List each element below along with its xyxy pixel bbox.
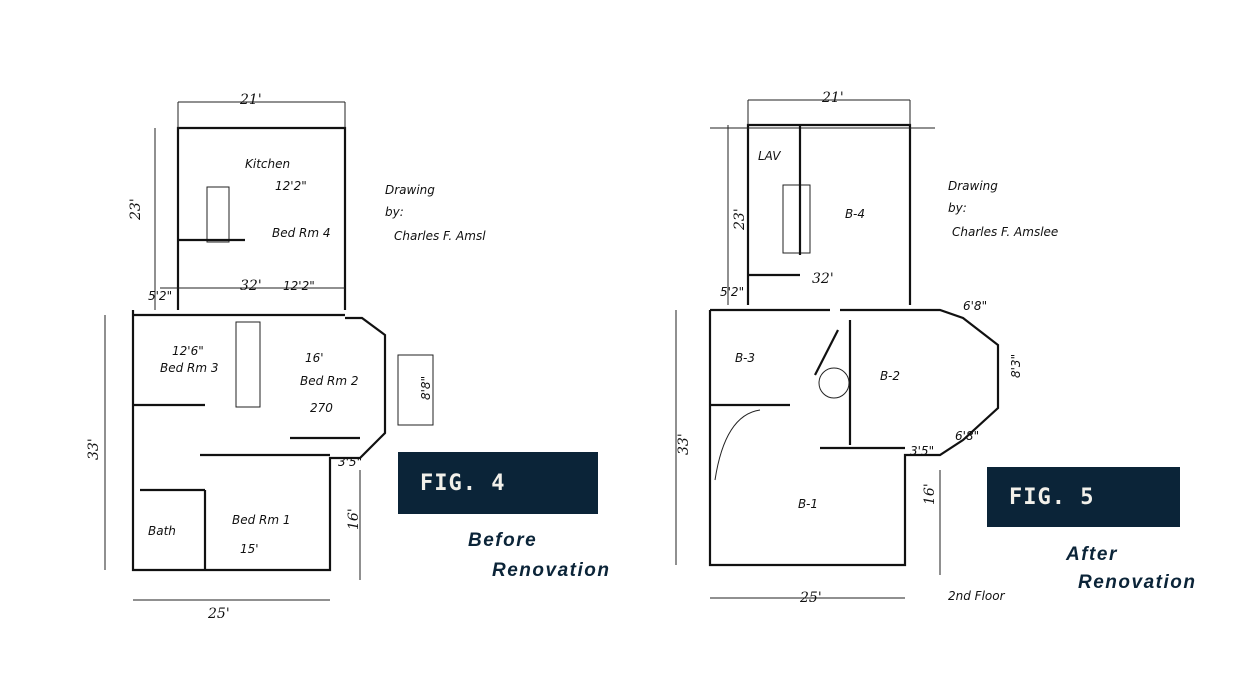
svg-text:33': 33' (86, 438, 102, 460)
svg-text:32': 32' (240, 278, 262, 294)
room-labels-after: B-4 B-3 B-2 B-1 LAV (735, 149, 900, 511)
svg-text:25': 25' (799, 590, 822, 606)
svg-text:2nd Floor: 2nd Floor (948, 589, 1006, 603)
svg-text:12'2": 12'2" (283, 279, 315, 293)
svg-text:23': 23' (732, 208, 748, 231)
svg-text:B-2: B-2 (880, 369, 900, 383)
drawing-credit-after: Drawing by: Charles F. Amslee 2nd Floor (948, 179, 1058, 603)
svg-text:33': 33' (676, 433, 692, 455)
svg-text:23': 23' (128, 198, 144, 221)
svg-text:12'6": 12'6" (172, 344, 204, 358)
svg-text:Charles F. Amsl: Charles F. Amsl (394, 229, 486, 243)
dimension-labels-before: 21' 23' 33' 25' 16' 32' 8'8" 3'5" 5'2" (86, 92, 433, 622)
svg-text:B-4: B-4 (845, 207, 865, 221)
svg-text:LAV: LAV (758, 149, 781, 163)
svg-text:12'2": 12'2" (275, 179, 307, 193)
svg-text:Bath: Bath (148, 524, 176, 538)
svg-text:3'5": 3'5" (338, 455, 362, 469)
fig-5-label: FIG. 5 (987, 467, 1180, 527)
drawing-credit-before: Drawing by: Charles F. Amsl (385, 183, 486, 243)
svg-text:16': 16' (346, 508, 362, 530)
svg-text:16': 16' (922, 483, 938, 505)
walls-after (675, 99, 1000, 599)
svg-text:25': 25' (207, 606, 230, 622)
room-labels-before: Kitchen 12'2" Bed Rm 4 12'2" Bed Rm 3 12… (148, 157, 359, 556)
svg-text:by:: by: (948, 201, 967, 215)
svg-text:8'3": 8'3" (1009, 354, 1023, 378)
svg-text:Charles F. Amslee: Charles F. Amslee (952, 225, 1058, 239)
svg-text:6'8": 6'8" (955, 429, 979, 443)
svg-text:16': 16' (305, 351, 324, 365)
dimension-labels-after: 21' 23' 33' 25' 16' 32' 8'3" 6'8" 6'8" 3… (676, 90, 1023, 606)
walls-before (104, 101, 434, 601)
fig-4-caption-line1: Before (468, 530, 538, 551)
fig-4-caption-line2: Renovation (492, 560, 611, 581)
svg-text:8'8": 8'8" (419, 376, 433, 400)
svg-text:by:: by: (385, 205, 404, 219)
svg-text:Bed Rm 3: Bed Rm 3 (160, 361, 219, 375)
svg-text:15': 15' (240, 542, 259, 556)
svg-text:6'8": 6'8" (963, 299, 987, 313)
svg-text:Kitchen: Kitchen (245, 157, 290, 171)
svg-text:B-3: B-3 (735, 351, 755, 365)
svg-text:270: 270 (310, 401, 333, 415)
svg-text:Drawing: Drawing (948, 179, 998, 193)
svg-text:32': 32' (812, 271, 834, 287)
fig-4-label: FIG. 4 (398, 452, 598, 514)
fig-5-caption-line1: After (1066, 544, 1118, 565)
svg-text:5'2": 5'2" (148, 289, 172, 303)
svg-text:Bed Rm 4: Bed Rm 4 (272, 226, 331, 240)
fig-5-caption-line2: Renovation (1078, 572, 1197, 593)
svg-text:3'5": 3'5" (910, 444, 934, 458)
svg-text:21': 21' (821, 90, 844, 106)
svg-text:Bed Rm 2: Bed Rm 2 (300, 374, 359, 388)
svg-text:Bed Rm 1: Bed Rm 1 (232, 513, 291, 527)
svg-text:B-1: B-1 (798, 497, 818, 511)
svg-text:5'2": 5'2" (720, 285, 744, 299)
svg-text:Drawing: Drawing (385, 183, 435, 197)
svg-text:21': 21' (239, 92, 262, 108)
